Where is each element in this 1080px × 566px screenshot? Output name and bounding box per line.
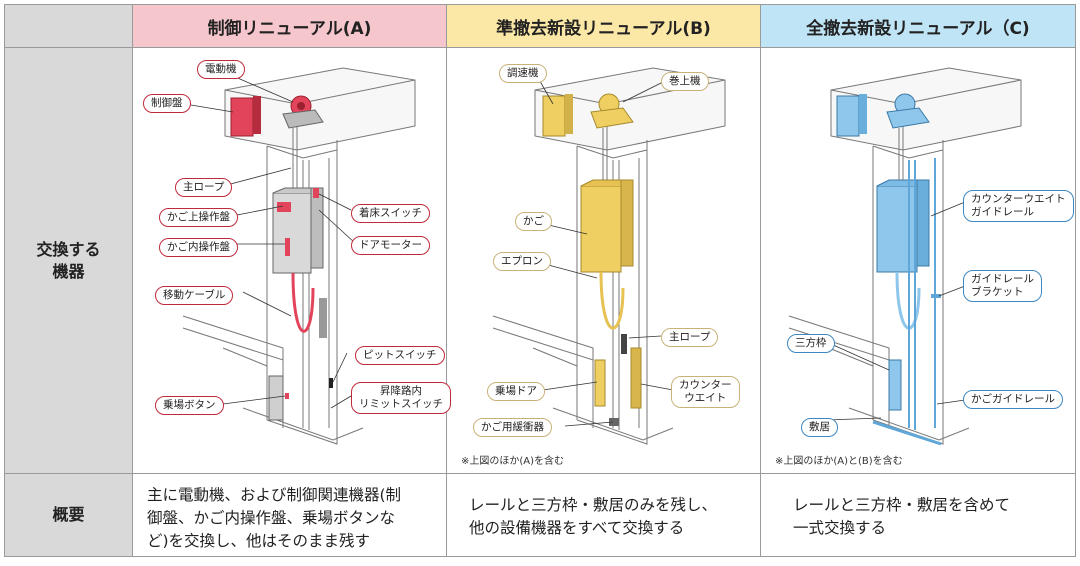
label-pit-switch: ピットスイッチ [355, 346, 445, 365]
summary-b-line2: 他の設備機器をすべて交換する [469, 519, 685, 537]
summary-b-line1: レールと三方枠・敷居のみを残し、 [469, 496, 718, 514]
diagram-cell-b: 調速機 巻上機 かご エプロン 主ロープ 乗場ドア カウンター ウエイト かご用… [447, 48, 761, 474]
label-rail-bracket-line1: ガイドレール [971, 273, 1034, 285]
label-hoist: 巻上機 [661, 72, 709, 91]
label-main-rope-a: 主ロープ [175, 178, 233, 197]
renewal-comparison-table: 制御リニューアル(A) 準撤去新設リニューアル(B) 全撤去新設リニューアル（C… [4, 4, 1076, 557]
label-control-panel: 制御盤 [143, 94, 191, 113]
label-limit-switch-line2: リミットスイッチ [359, 398, 443, 410]
diagram-cell-c: カウンターウエイト ガイドレール ガイドレール ブラケット 三方枠 かごガイドレ… [761, 48, 1075, 474]
label-door-motor: ドアモーター [351, 236, 430, 255]
label-rail-bracket: ガイドレール ブラケット [963, 270, 1042, 302]
label-car-top-panel: かご上操作盤 [159, 208, 238, 227]
label-counterweight-line1: カウンター [679, 379, 732, 391]
label-apron: エプロン [493, 252, 551, 271]
label-limit-switch: 昇降路内 リミットスイッチ [351, 382, 451, 414]
label-main-rope-b: 主ロープ [661, 328, 719, 347]
row-label-line1: 交換する [36, 239, 101, 259]
summary-a-line1: 主に電動機、および制御関連機器(制 [147, 486, 402, 504]
column-header-b: 準撤去新設リニューアル(B) [447, 5, 761, 48]
label-landing-switch: 着床スイッチ [351, 204, 430, 223]
diagram-cell-a: 電動機 制御盤 主ロープ かご上操作盤 かご内操作盤 移動ケーブル 着床スイッチ… [133, 48, 451, 474]
label-rail-bracket-line2: ブラケット [971, 286, 1024, 298]
label-counterweight-line2: ウエイト [684, 392, 727, 404]
label-sill: 敷居 [801, 418, 838, 437]
column-header-c: 全撤去新設リニューアル（C) [761, 5, 1075, 48]
summary-a-line2: 御盤、かご内操作盤、乗場ボタンな [147, 509, 396, 527]
label-car-inside-panel: かご内操作盤 [159, 238, 238, 257]
row-label-equipment: 交換する機器 [5, 48, 133, 474]
elevator-diagram-c [788, 67, 1022, 446]
note-c: ※上図のほか(A)と(B)を含む [775, 456, 903, 467]
corner-cell [5, 5, 133, 48]
summary-a: 主に電動機、および制御関連機器(制 御盤、かご内操作盤、乗場ボタンな ど)を交換… [133, 474, 447, 556]
label-governor: 調速機 [499, 64, 547, 83]
label-cw-guide-rail-line1: カウンターウエイト [971, 193, 1066, 205]
control-panel-shape [230, 97, 254, 137]
row-label-line2: 機器 [52, 261, 85, 281]
summary-a-line3: ど)を交換し、他はそのまま残す [147, 532, 371, 550]
label-motor: 電動機 [197, 60, 245, 79]
summary-b: レールと三方枠・敷居のみを残し、 他の設備機器をすべて交換する [447, 474, 761, 556]
label-car-guide-rail: かごガイドレール [963, 390, 1063, 409]
label-hall-door: 乗場ドア [487, 382, 545, 401]
summary-c: レールと三方枠・敷居を含めて 一式交換する [761, 474, 1075, 556]
label-car: かご [515, 212, 552, 231]
summary-c-line2: 一式交換する [793, 519, 887, 537]
label-buffer: かご用緩衝器 [473, 418, 552, 437]
label-limit-switch-line1: 昇降路内 [380, 385, 422, 397]
label-hall-button: 乗場ボタン [155, 396, 224, 415]
label-cw-guide-rail: カウンターウエイト ガイドレール [963, 190, 1074, 222]
summary-c-line1: レールと三方枠・敷居を含めて [793, 496, 1011, 514]
label-counterweight: カウンター ウエイト [671, 376, 740, 408]
note-b: ※上図のほか(A)を含む [461, 456, 565, 467]
label-frame: 三方枠 [787, 334, 835, 353]
elevator-diagram-a [182, 67, 416, 445]
column-header-a: 制御リニューアル(A) [133, 5, 447, 48]
label-cw-guide-rail-line2: ガイドレール [971, 206, 1034, 218]
label-travel-cable: 移動ケーブル [155, 286, 234, 305]
row-label-summary: 概要 [5, 474, 133, 556]
